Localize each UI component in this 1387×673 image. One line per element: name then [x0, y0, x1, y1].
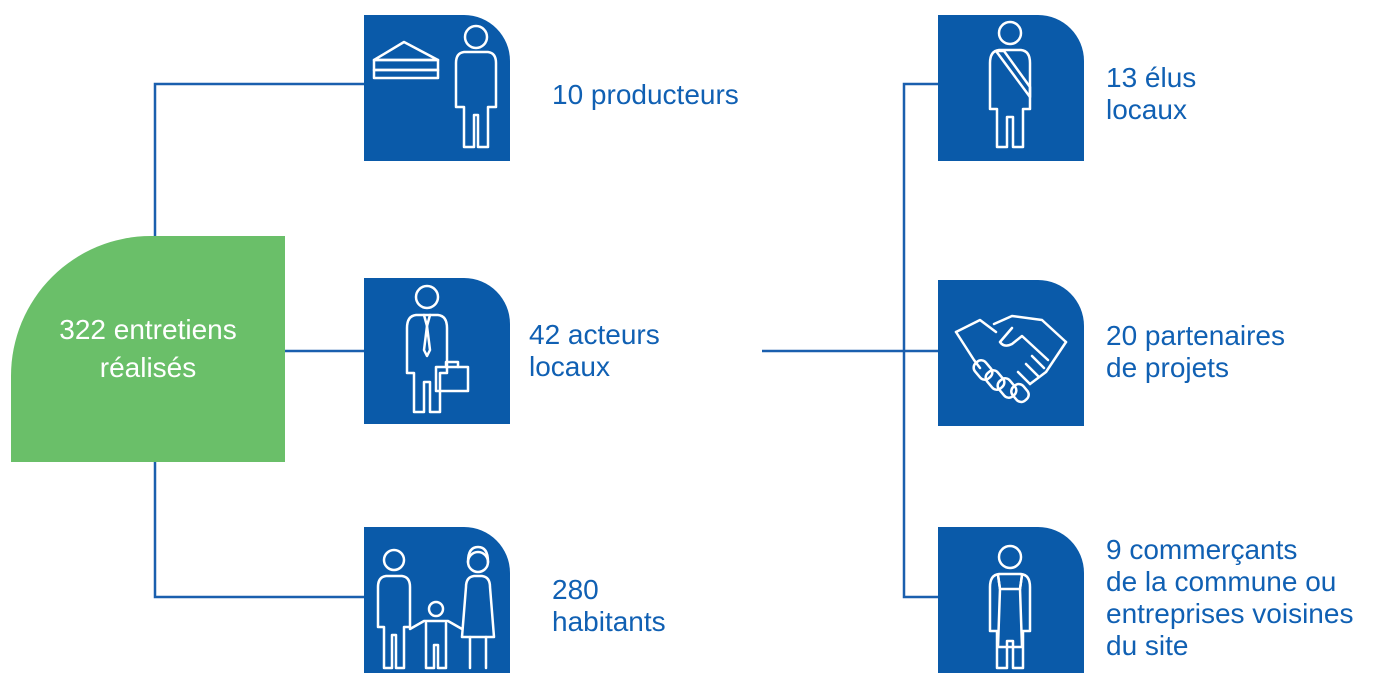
farmer-icon — [372, 24, 498, 149]
local-actors-label: 42 acteurs locaux — [529, 319, 660, 383]
producers-label: 10 producteurs — [552, 79, 739, 111]
project-partners-label-line-2: de projets — [1106, 352, 1229, 383]
elected-officials-label: 13 élus locaux — [1106, 62, 1196, 126]
businessman-icon — [405, 284, 470, 414]
residents-label-line-1: 280 — [552, 574, 599, 605]
family-tile — [364, 527, 510, 673]
shopkeeper-tile — [938, 527, 1084, 673]
total-interviews-line-2: réalisés — [99, 352, 197, 383]
local-actors-label-line-1: 42 acteurs — [529, 319, 660, 350]
project-partners-label-line-1: 20 partenaires — [1106, 320, 1286, 351]
farmer-tile — [364, 15, 510, 161]
elected-officials-label-line-1: 13 élus — [1106, 62, 1197, 93]
shopkeepers-label: 9 commerçants de la commune ou entrepris… — [1106, 534, 1353, 662]
shopkeepers-label-line-3: entreprises voisines — [1106, 598, 1354, 629]
elected-official-icon — [988, 20, 1032, 149]
total-interviews-line-1: 322 entretiens — [59, 314, 237, 345]
handshake-tile — [938, 280, 1084, 426]
total-interviews-box: 322 entretiens réalisés — [11, 236, 285, 462]
shopkeepers-label-line-1: 9 commerçants — [1106, 534, 1298, 565]
handshake-icon — [954, 314, 1068, 404]
elected-official-tile — [938, 15, 1084, 161]
shopkeepers-label-line-4: du site — [1106, 630, 1189, 661]
project-partners-label: 20 partenaires de projets — [1106, 320, 1285, 384]
shopkeeper-icon — [988, 544, 1032, 670]
elected-officials-label-line-2: locaux — [1106, 94, 1187, 125]
producers-label-line: 10 producteurs — [552, 79, 739, 110]
residents-label: 280 habitants — [552, 574, 666, 638]
family-icon — [376, 545, 496, 670]
businessman-tile — [364, 278, 510, 424]
shopkeepers-label-line-2: de la commune ou — [1106, 566, 1337, 597]
local-actors-label-line-2: locaux — [529, 351, 610, 382]
residents-label-line-2: habitants — [552, 606, 666, 637]
